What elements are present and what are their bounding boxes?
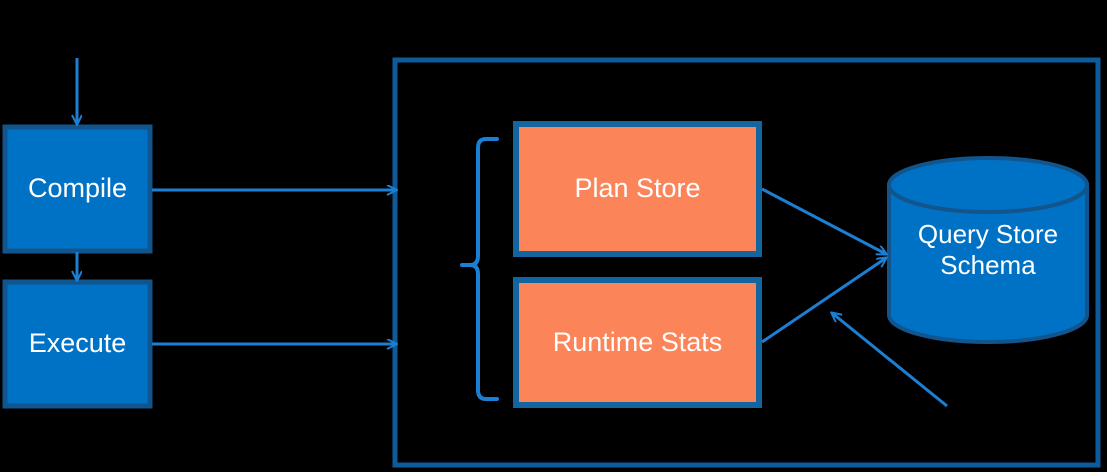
compile-box[interactable] — [2, 124, 153, 254]
store-grouping-brace — [460, 137, 499, 401]
query-store-boundary — [392, 57, 1101, 468]
arrow-external-to-schema — [832, 313, 948, 408]
runtime-stats-box[interactable] — [513, 277, 762, 408]
execute-box[interactable] — [2, 279, 153, 409]
arrow-plan-store-to-schema — [761, 187, 886, 254]
arrow-runtime-stats-to-schema — [761, 258, 886, 344]
query-store-schema-cylinder[interactable] — [887, 156, 1089, 344]
plan-store-box[interactable] — [513, 121, 762, 257]
